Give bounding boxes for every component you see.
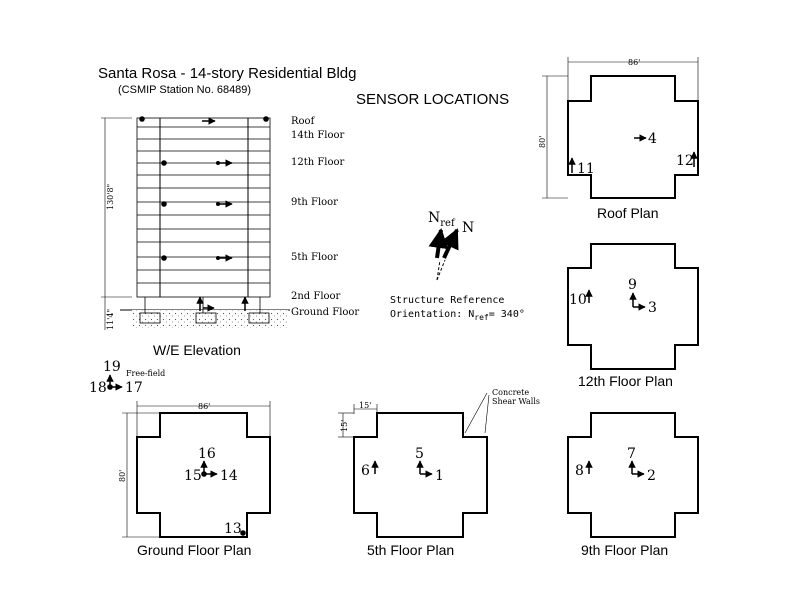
floor-label-ground: Ground Floor [291,307,359,318]
sensor-11-label: 11 [577,161,595,177]
twelfth-floor-plan: 9 3 10 12th Floor Plan [567,243,699,389]
sensor-9-label: 9 [628,277,637,293]
ninth-plan-caption: 9th Floor Plan [581,542,668,558]
free-field-sensor: 19 18 17 Free-field [89,359,165,396]
sensor-5-label: 5 [415,446,424,462]
orientation-line-2: Orientation: Nref= 340° [390,309,525,322]
fifth-wing-width-dim: 15' [359,401,371,410]
floor-label-14th: 14th Floor [291,130,345,141]
fifth-floor-plan: 15' 15' Concrete Shear Walls 5 1 6 5th F… [338,388,540,558]
north-label: N [462,220,474,236]
sensor-8-label: 8 [575,463,584,479]
sensor-15-label: 15 [184,468,202,484]
floor-label-roof: Roof [291,116,316,127]
sensor-17-label: 17 [125,380,143,396]
floor-label-9th: 9th Floor [291,197,338,208]
north-arrow-icon [440,228,459,259]
orientation-line-1: Structure Reference [390,295,504,306]
sensor-16-label: 16 [198,446,216,462]
elevation-caption: W/E Elevation [153,342,241,358]
sensor-locations-heading: SENSOR LOCATIONS [356,91,509,108]
ground-plan-caption: Ground Floor Plan [137,542,251,558]
sensor-6-label: 6 [361,463,370,479]
north-arrow: Nref N Structure Reference Orientation: … [390,210,525,322]
sensor-12-label: 12 [676,153,694,169]
ground-width-dim: 86' [198,402,210,411]
sensor-1-label: 1 [435,468,444,484]
floor-label-2nd: 2nd Floor [291,291,341,302]
sensor-13-label: 13 [224,521,242,537]
roof-plan-caption: Roof Plan [597,205,658,221]
floor-label-12th: 12th Floor [291,157,345,168]
sensor-dot-icon [161,201,167,207]
nref-label: Nref [428,210,456,229]
sensor-3-label: 3 [648,300,657,316]
ground-floor-plan: 86' 80' 16 15 14 13 Ground Floor Plan [118,401,271,558]
sensor-dot-icon [161,160,167,166]
shear-wall-note-2: Shear Walls [492,397,540,406]
sensor-dot-icon [139,116,145,122]
sensor-18-label: 18 [89,380,107,396]
shear-wall-note-1: Concrete [492,388,529,397]
floor-label-5th: 5th Floor [291,252,338,263]
roof-plan: 86' 80' 4 11 12 Roof Plan [538,57,699,221]
ninth-floor-plan: 7 2 8 9th Floor Plan [567,412,699,558]
sensor-dot-icon [161,255,167,261]
fifth-plan-caption: 5th Floor Plan [367,542,454,558]
roof-width-dim: 86' [628,58,640,67]
free-field-label: Free-field [126,369,165,378]
sensor-4-label: 4 [648,131,657,147]
ground-depth-dim: 80' [118,470,127,482]
sensor-2-label: 2 [647,468,656,484]
station-number: (CSMIP Station No. 68489) [118,84,251,96]
nref-arrow-icon [428,228,449,259]
twelfth-plan-caption: 12th Floor Plan [578,373,673,389]
building-title: Santa Rosa - 14-story Residential Bldg [98,65,356,82]
sensor-19-label: 19 [103,359,121,375]
elevation-basement-dim: 11'4" [106,309,115,330]
sensor-7-label: 7 [627,446,636,462]
sensor-10-label: 10 [569,292,587,308]
fifth-wing-depth-dim: 15' [340,420,349,432]
elevation-height-dim: 130'8" [106,184,115,210]
roof-depth-dim: 80' [538,136,547,148]
sensor-dot-icon [263,116,269,122]
elevation-view: 130'8" 11'4" [101,116,359,358]
sensor-14-label: 14 [220,468,238,484]
